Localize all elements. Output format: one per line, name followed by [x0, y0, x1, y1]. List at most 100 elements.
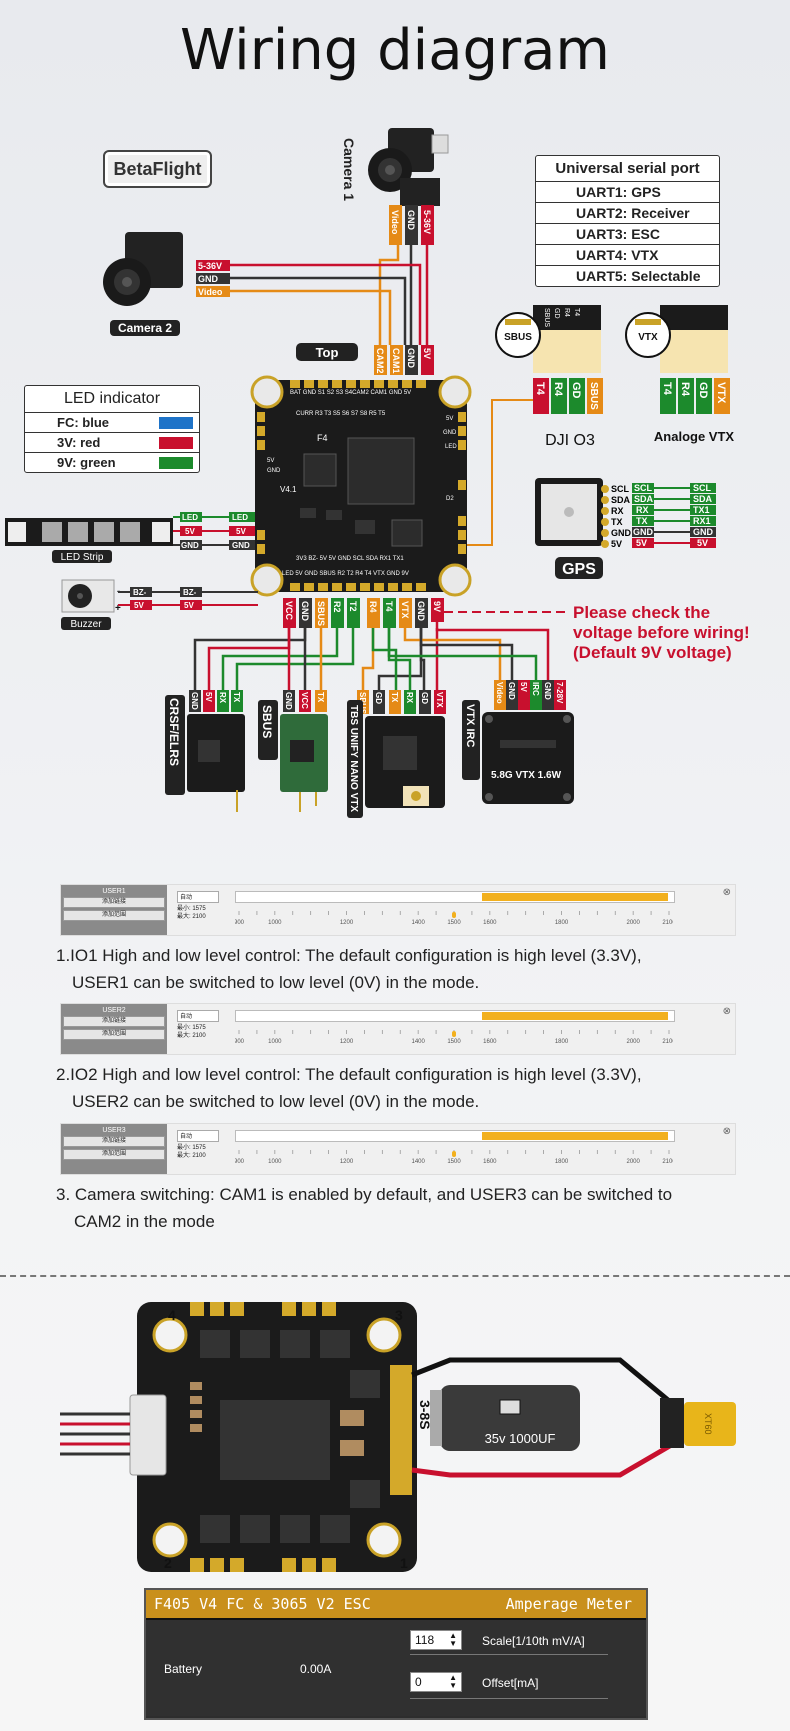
scale-input[interactable]: 118	[415, 1633, 435, 1647]
warning-line: (Default 9V voltage)	[573, 643, 732, 662]
scale-stepper[interactable]: 118 ▲▼	[410, 1630, 462, 1650]
cam2-wire-gnd: GND	[198, 274, 219, 284]
buzzer-plus: +	[115, 603, 121, 614]
wiring-diagram: Camera 1 Video GND 5-36V Camera 2 5-36V …	[5, 128, 735, 818]
dji-pin-gd: GD	[553, 308, 560, 319]
scale-tick-label: 1500	[447, 1039, 461, 1045]
mode-range-scale: 90010001200140015001600180020002100	[235, 911, 673, 926]
gps-name: GPS	[562, 561, 596, 578]
description-1: 1.IO1 High and low level control: The de…	[56, 942, 642, 996]
dji-name: DJI O3	[545, 432, 595, 449]
buzzer-name: Buzzer	[70, 619, 102, 630]
add-link-button[interactable]: 添加链接	[63, 1136, 165, 1147]
row-divider	[410, 1654, 608, 1655]
fc-right-d2: D2	[446, 496, 454, 502]
close-icon[interactable]: ⊗	[722, 1006, 731, 1017]
mode-range-slider[interactable]	[235, 1130, 675, 1142]
mode-panel-sidebar: USER1 添加链接 添加范围	[61, 885, 167, 935]
irc-pin-gnd2: GND	[543, 682, 552, 700]
mode-range-fill	[482, 893, 668, 901]
scale-tick-label: 2000	[626, 920, 640, 926]
add-range-button[interactable]: 添加范围	[63, 1149, 165, 1160]
fc-right-led: LED	[445, 444, 457, 450]
scale-tick-label: 1600	[483, 920, 497, 926]
mode-range-scale: 90010001200140015001600180020002100	[235, 1150, 673, 1165]
gps-pin-gnd: GND	[611, 528, 632, 538]
crsf-name: CRSF/ELRS	[167, 698, 181, 766]
stepper-arrows-icon[interactable]: ▲▼	[449, 1631, 457, 1648]
sbus-pin-gnd: GND	[284, 692, 293, 710]
mode-range-slider[interactable]	[235, 891, 675, 903]
crsf-pin-gnd: GND	[190, 692, 199, 710]
description-line: 3. Camera switching: CAM1 is enabled by …	[56, 1185, 673, 1204]
buzzer	[61, 579, 115, 613]
mode-select[interactable]: 自动	[177, 891, 219, 903]
esc-cells-label: 3-8S	[417, 1400, 433, 1430]
offset-stepper[interactable]: 0 ▲▼	[410, 1672, 462, 1692]
tbs-vtx-board	[365, 716, 445, 808]
sbus-receiver-board	[280, 714, 328, 812]
dji-pin-t4: T4	[573, 308, 580, 316]
mode-select[interactable]: 自动	[177, 1010, 219, 1022]
mode-range-slider[interactable]	[235, 1010, 675, 1022]
uart-row: UART4: VTX	[536, 245, 719, 266]
warning-line: Please check the	[573, 603, 711, 622]
warning-line: voltage before wiring!	[573, 623, 750, 642]
offset-input[interactable]: 0	[415, 1675, 422, 1689]
sbus-pin-vcc: VCC	[300, 692, 309, 709]
mode-min: 最小: 1575	[177, 1145, 206, 1151]
gps-wire-right-tx1: TX1	[693, 505, 710, 515]
uart-table: Universal serial port UART1: GPS UART2: …	[535, 155, 720, 287]
gps-wire-right-scl: SCL	[693, 483, 712, 493]
irc-vtx-board	[482, 712, 574, 804]
fc-right-gnd: GND	[443, 430, 457, 436]
led-row-fc: FC: blue	[25, 413, 199, 433]
led-swatch-red	[159, 436, 193, 449]
fc-bottom-wire-r4: R4	[368, 601, 378, 613]
fc-top-wire-cam1: CAM1	[391, 348, 401, 374]
led-row-9v: 9V: green	[25, 453, 199, 472]
sbus-name: SBUS	[260, 705, 274, 738]
dji-wire-gd: GD	[570, 382, 582, 399]
mode-select[interactable]: 自动	[177, 1130, 219, 1142]
add-link-button[interactable]: 添加链接	[63, 897, 165, 908]
led-wire-right-5v: 5V	[236, 527, 246, 536]
add-range-button[interactable]: 添加范围	[63, 1029, 165, 1040]
voltage-warning: Please check the voltage before wiring! …	[573, 603, 750, 663]
cam1-wire-power: 5-36V	[422, 210, 432, 234]
close-icon[interactable]: ⊗	[722, 1126, 731, 1137]
led-wire-right-led: LED	[232, 513, 248, 522]
esc-diagram: 4 3 2 1 3-8S 35v 1000UF XT60	[60, 1302, 736, 1572]
fc-bottom-wire-sbus: SBUS	[316, 601, 326, 626]
vtx-name: Analoge VTX	[654, 429, 735, 444]
description-line: CAM2 in the mode	[74, 1212, 215, 1231]
fc-bottom-wire-vcc: VCC	[284, 601, 294, 621]
crsf-pin-5v: 5V	[204, 692, 213, 702]
crsf-receiver-board	[187, 714, 245, 812]
gps-pin-rx: RX	[611, 506, 624, 516]
vtx-wire-vtx: VTX	[715, 382, 727, 404]
current-value: 0.00A	[300, 1662, 332, 1676]
scale-tick-label: 1500	[447, 920, 461, 926]
camera1	[368, 128, 449, 206]
betaflight-badge: BetaFlight	[103, 150, 212, 188]
scale-tick-label: 2100	[662, 1159, 673, 1165]
buzzer-wire-left-5v: 5V	[134, 601, 144, 610]
scale-tick-label: 1600	[483, 1159, 497, 1165]
current-value-marker	[452, 912, 456, 918]
add-link-button[interactable]: 添加链接	[63, 1016, 165, 1027]
fc-bottom-wire-9v: 9V	[432, 601, 442, 612]
dji-wire-t4: T4	[534, 382, 546, 396]
scale-tick-label: 1400	[411, 920, 425, 926]
stepper-arrows-icon[interactable]: ▲▼	[449, 1673, 457, 1690]
add-range-button[interactable]: 添加范围	[63, 910, 165, 921]
dji-wire-sbus: SBUS	[588, 382, 599, 410]
close-icon[interactable]: ⊗	[722, 887, 731, 898]
gps-pin-sda: SDA	[611, 495, 631, 505]
camera1-label: Camera 1	[341, 138, 357, 201]
flight-controller: BAT GND S1 S2 S3 S4CAM2 CAM1 GND 5V CURR…	[250, 375, 472, 597]
